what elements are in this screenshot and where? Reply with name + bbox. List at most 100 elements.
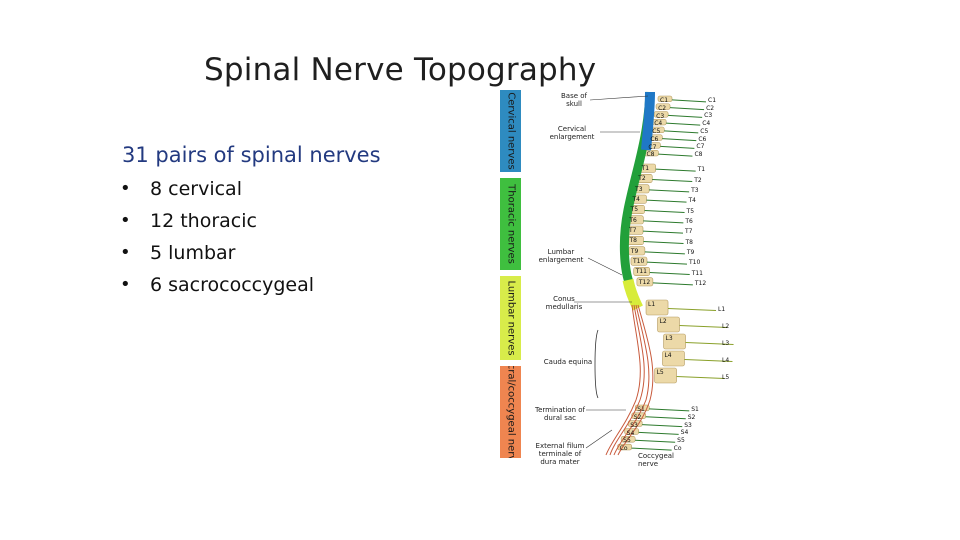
nerve-level-label: L3	[722, 339, 730, 347]
vertebra-level-label: T9	[630, 247, 639, 255]
vertebra-level-label: C1	[660, 97, 669, 104]
nerve-level-label: C6	[698, 135, 707, 143]
spinal-nerve-line	[638, 431, 679, 435]
slide-title: Spinal Nerve Topography	[204, 52, 597, 88]
vertebra-level-label: S1	[637, 406, 645, 413]
bullet-item: •8 cervical	[120, 173, 314, 205]
nerve-level-label: S5	[677, 437, 685, 445]
bullet-text: 5 lumbar	[150, 242, 236, 264]
vertebra-level-label: T6	[629, 216, 637, 224]
bullet-list: •8 cervical • 12 thoracic • 5 lumbar •6 sa…	[120, 173, 314, 301]
spinal-nerve-line	[655, 168, 696, 172]
slide-subtitle: 31 pairs of spinal nerves	[122, 143, 381, 167]
nerve-level-label: T11	[691, 269, 704, 277]
nerve-level-label: S2	[687, 413, 696, 421]
spinal-nerve-line	[631, 447, 672, 451]
nerve-level-label: C2	[706, 104, 715, 112]
vertebra-level-label: T10	[632, 258, 645, 265]
nerve-level-label: T5	[686, 207, 695, 215]
nerve-level-label: C8	[694, 151, 703, 159]
anno-cervical-enlargement: Cervical enlargement	[549, 125, 595, 141]
vertebra-level-label: L5	[656, 369, 664, 376]
spinal-nerve-line	[649, 189, 690, 193]
vertebra-level-label: S5	[623, 437, 631, 445]
vertebra-level-label: T4	[632, 196, 640, 203]
vertebra-level-label: T1	[641, 165, 650, 172]
vertebra-body	[645, 299, 669, 316]
vertebra-level-label: C6	[650, 135, 659, 143]
nerve-level-label: T1	[697, 166, 706, 174]
spinal-nerve-line	[662, 138, 697, 142]
nerve-level-label: Co	[673, 445, 682, 453]
bullet-text: 12 thoracic	[150, 210, 257, 232]
spinal-nerve-line	[649, 408, 690, 412]
nerve-level-label: L1	[718, 305, 726, 313]
bullet-icon: •	[120, 242, 131, 263]
vertebra-body	[655, 103, 671, 110]
anno-coccygeal-nerve: Coccygeal nerve	[638, 452, 674, 468]
spinal-nerve-line	[670, 107, 705, 111]
vertebra-level-label: T8	[629, 237, 637, 245]
spinal-nerve-line	[645, 416, 686, 420]
spinal-nerve-line	[685, 342, 734, 345]
nerve-level-label: L2	[722, 322, 730, 330]
spinal-nerve-line	[668, 308, 717, 311]
nerve-level-label: T6	[685, 217, 693, 225]
anno-external-filum: External filum terminale of dura mater	[535, 442, 585, 466]
vertebra-body	[657, 95, 673, 103]
nerve-level-label: C3	[704, 112, 713, 120]
lumbar-bar-fill	[500, 276, 521, 360]
nerve-level-label: C7	[696, 143, 705, 151]
sacral-bar-fill	[500, 366, 521, 458]
bullet-item: •6 sacrococcygeal	[120, 269, 314, 301]
vertebra-level-label: C4	[654, 120, 663, 128]
annotation-pointers	[574, 95, 649, 449]
spinal-nerve-line	[671, 99, 707, 103]
spinal-nerve-line	[649, 272, 690, 275]
spinal-nerve-line	[684, 359, 733, 362]
vertebra-level-label: S4	[626, 429, 635, 437]
anno-cauda-equina: Cauda equina	[543, 358, 593, 366]
spinal-nerve-line	[646, 261, 688, 265]
cervical-bar-fill	[500, 90, 521, 172]
vertebra-body	[657, 316, 680, 333]
nerve-level-label: S4	[680, 429, 689, 437]
spinal-nerve-line	[652, 282, 693, 286]
vertebra-level-label: T3	[635, 185, 643, 193]
nerve-level-label: T10	[688, 259, 701, 267]
vertebra-body	[630, 256, 648, 266]
vertebra-level-label: T11	[635, 268, 648, 276]
bullet-item: • 5 lumbar	[120, 237, 314, 269]
spinal-nerve-line	[666, 122, 701, 126]
vertebrae-group	[617, 95, 686, 451]
nerve-lines	[631, 99, 734, 451]
bullet-icon: •	[120, 210, 131, 231]
vertebra-level-label: S2	[633, 413, 642, 421]
nerve-level-label: L4	[722, 356, 730, 364]
nerve-level-label: T2	[694, 176, 702, 184]
nerve-level-label: S1	[691, 405, 699, 413]
anno-lumbar-enlargement: Lumbar enlargement	[538, 248, 584, 264]
spinal-nerve-line	[668, 114, 703, 118]
nerve-level-label: T4	[688, 197, 696, 205]
vertebra-level-label: T5	[630, 206, 639, 214]
conus-medullaris-shape	[622, 278, 643, 311]
vertebra-level-label: C8	[646, 151, 655, 159]
vertebra-body	[663, 333, 686, 350]
lumbar-region-bar: Lumbar nerves	[500, 276, 521, 360]
spinal-nerve-line	[679, 325, 728, 328]
spinal-nerve-line	[642, 424, 683, 428]
nerve-level-label: C4	[702, 120, 711, 128]
anno-base-of-skull: Base of skull	[560, 92, 588, 108]
vertebra-body	[633, 267, 651, 276]
nerve-level-label: T7	[685, 228, 693, 236]
vertebra-level-label: T2	[638, 175, 646, 183]
anno-termination-dural-sac: Termination of dural sac	[534, 406, 586, 422]
nerve-level-label: C5	[700, 127, 709, 135]
vertebra-level-label: L3	[665, 335, 673, 342]
nerve-level-label: T9	[686, 248, 695, 256]
spinal-nerve-line	[644, 251, 685, 255]
vertebra-level-label: T12	[638, 278, 651, 286]
spinal-nerve-line	[652, 179, 693, 182]
